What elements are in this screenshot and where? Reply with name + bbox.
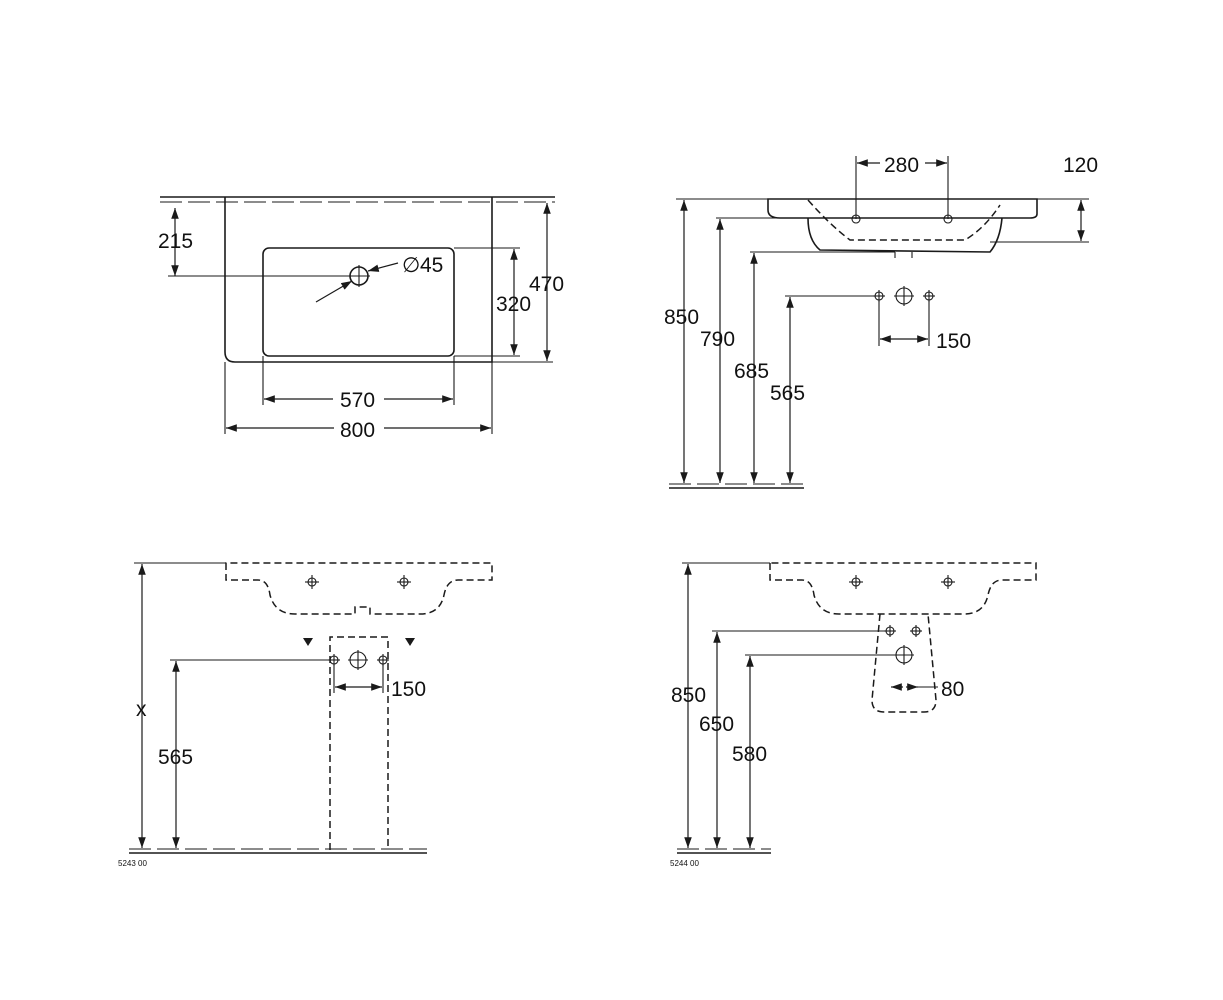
- dim-280-label: 280: [884, 154, 919, 177]
- basin-front-outline: [769, 562, 1037, 615]
- dim-580-label: 580: [732, 743, 767, 766]
- front-view-right: 850 650 580 80 5244 00: [670, 562, 1037, 868]
- dim-150-label: 150: [936, 330, 971, 353]
- supply-connections: [873, 286, 935, 306]
- dim-570-label: 570: [340, 389, 375, 412]
- dim-565-label: 565: [158, 746, 193, 769]
- bowl-outline: [262, 247, 455, 357]
- basin-underside: [807, 217, 1003, 253]
- dim-45-label: 45: [420, 254, 443, 277]
- side-view: 280 120 850 790 685 565 150: [664, 154, 1098, 489]
- dim-650-label: 650: [699, 713, 734, 736]
- top-view: 215 ∅ 45 320 470 570 800: [158, 196, 564, 442]
- dim-150-label: 150: [391, 678, 426, 701]
- dim-850-label: 850: [664, 306, 699, 329]
- dim-470-label: 470: [529, 273, 564, 296]
- dim-120-label: 120: [1063, 154, 1098, 177]
- half-pedestal-hidden: [871, 613, 937, 713]
- dim-80-label: 80: [941, 678, 964, 701]
- dim-565-label: 565: [770, 382, 805, 405]
- dim-x-label: x: [136, 698, 147, 721]
- dim-800-label: 800: [340, 419, 375, 442]
- dim-790-label: 790: [700, 328, 735, 351]
- dim-320-label: 320: [496, 293, 531, 316]
- part-number: 5244 00: [670, 859, 699, 868]
- basin-top: [767, 198, 1038, 219]
- diameter-symbol: ∅: [402, 254, 420, 277]
- front-view-left: x 565 150 5243 00: [118, 562, 493, 868]
- dim-215-label: 215: [158, 230, 193, 253]
- dim-685-label: 685: [734, 360, 769, 383]
- basin-front-outline: [225, 562, 493, 615]
- dim-850-label: 850: [671, 684, 706, 707]
- siphon-hidden: [329, 636, 389, 850]
- part-number: 5243 00: [118, 859, 147, 868]
- bowl-hidden: [807, 199, 1001, 241]
- basin-outline: [224, 197, 493, 363]
